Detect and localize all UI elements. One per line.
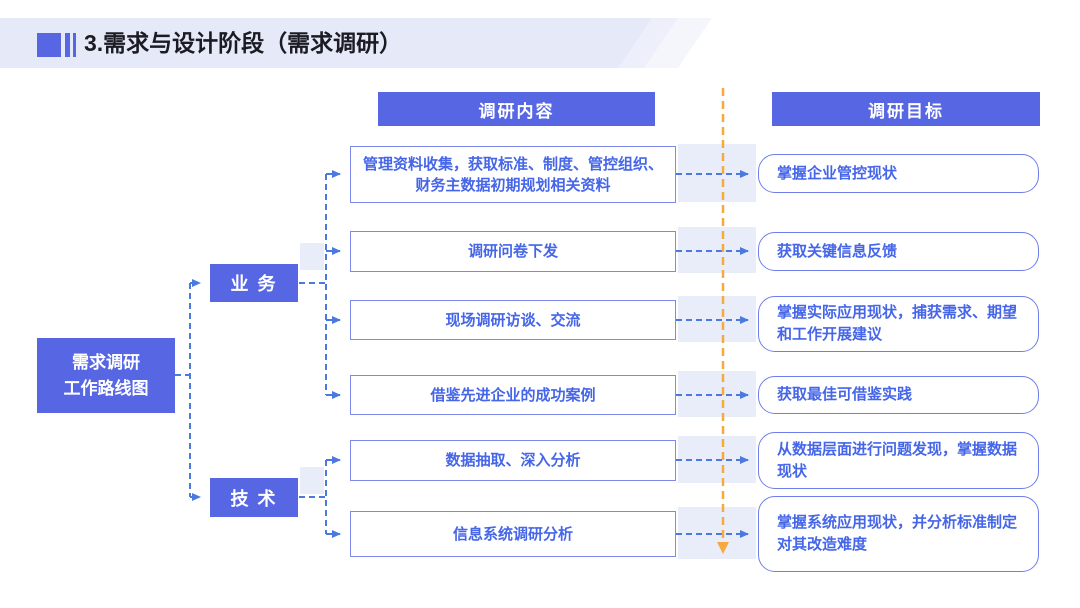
title-bar-icon [73,33,76,57]
target-box-5: 从数据层面进行问题发现，掌握数据现状 [758,432,1039,489]
arrow-highlight-strip [678,227,756,273]
arrow-highlight-strip [678,507,756,559]
title-square-icon [37,33,61,57]
root-node-line2: 工作路线图 [63,378,149,398]
branch-highlight-strip [300,467,324,494]
arrow-highlight-strip [678,144,756,202]
branch-highlight-strip [300,243,324,270]
branch-node-business: 业 务 [210,264,298,302]
arrow-highlight-strip [678,436,756,483]
column-header-target: 调研目标 [772,92,1040,126]
content-box-1: 管理资料收集，获取标准、制度、管控组织、财务主数据初期规划相关资料 [350,146,676,203]
arrow-highlight-strip [678,296,756,342]
page-title: 3.需求与设计阶段（需求调研） [84,30,403,56]
target-box-4: 获取最佳可借鉴实践 [758,376,1039,414]
target-box-3: 掌握实际应用现状，捕获需求、期望和工作开展建议 [758,296,1039,352]
column-header-content: 调研内容 [378,92,655,126]
target-box-1: 掌握企业管控现状 [758,154,1039,193]
arrow-highlight-strip [678,371,756,417]
content-box-5: 数据抽取、深入分析 [350,440,676,481]
title-bar-icon [65,33,70,57]
title-band [0,18,652,68]
content-box-2: 调研问卷下发 [350,231,676,272]
content-box-3: 现场调研访谈、交流 [350,300,676,340]
target-box-2: 获取关键信息反馈 [758,232,1039,271]
content-box-4: 借鉴先进企业的成功案例 [350,375,676,415]
root-node-roadmap: 需求调研 工作路线图 [37,338,175,413]
content-box-6: 信息系统调研分析 [350,511,676,557]
root-node-line1: 需求调研 [72,353,140,372]
branch-node-technical: 技 术 [210,478,298,517]
target-box-6: 掌握系统应用现状，并分析标准制定对其改造难度 [758,496,1039,572]
